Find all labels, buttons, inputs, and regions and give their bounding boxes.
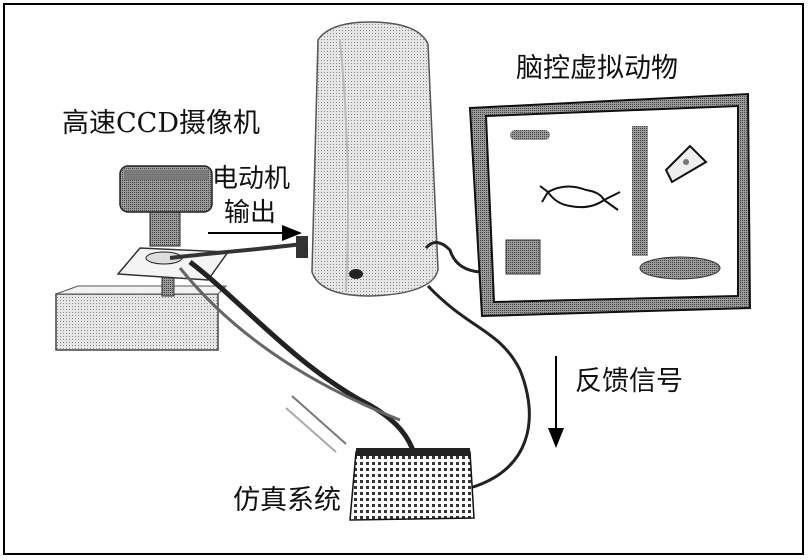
camera-icon bbox=[55, 165, 230, 351]
signal-cable-b bbox=[178, 267, 401, 422]
monitor-icon bbox=[468, 92, 752, 318]
ccd-camera-label: 高速CCD摄像机 bbox=[62, 108, 260, 139]
motor-output-label-line2: 输出 bbox=[224, 198, 277, 228]
monitor-cable bbox=[424, 241, 481, 274]
feedback-signal-label: 反馈信号 bbox=[575, 366, 683, 397]
feedback-cable bbox=[426, 284, 531, 490]
cheese-icon bbox=[664, 144, 708, 184]
motor-output-label-line1: 电动机 bbox=[212, 164, 291, 194]
computer-tower-icon bbox=[296, 21, 439, 297]
virtual-animal-label: 脑控虚拟动物 bbox=[516, 53, 678, 84]
signal-cable-a bbox=[188, 260, 418, 457]
camera-cable bbox=[169, 242, 303, 260]
circuit-board-icon bbox=[349, 448, 475, 521]
simulation-system-label: 仿真系统 bbox=[233, 485, 341, 516]
virtual-fish-icon bbox=[539, 185, 621, 211]
